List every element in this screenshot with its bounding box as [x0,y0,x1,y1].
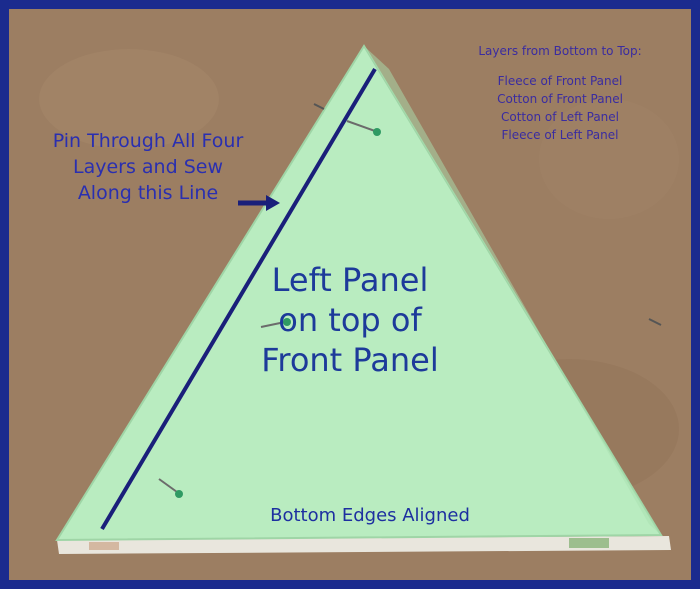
pin-icon [314,104,324,109]
pin-instruction-line2: Layers and Sew [18,154,278,180]
layers-list: Layers from Bottom to Top: Fleece of Fro… [430,44,690,144]
layer-item: Fleece of Left Panel [430,126,690,144]
panel-label-line2: on top of [230,300,470,340]
layers-title: Layers from Bottom to Top: [430,44,690,58]
arrow-right-icon [236,193,282,213]
layer-item: Cotton of Front Panel [430,90,690,108]
panel-label-line1: Left Panel [230,260,470,300]
pin-icon [649,319,661,325]
layer-item: Fleece of Front Panel [430,72,690,90]
pin-instruction-line1: Pin Through All Four [18,128,278,154]
bottom-edges-label: Bottom Edges Aligned [210,505,530,526]
panel-label: Left Panel on top of Front Panel [230,260,470,380]
layer-item: Cotton of Left Panel [430,108,690,126]
panel-label-line3: Front Panel [230,340,470,380]
